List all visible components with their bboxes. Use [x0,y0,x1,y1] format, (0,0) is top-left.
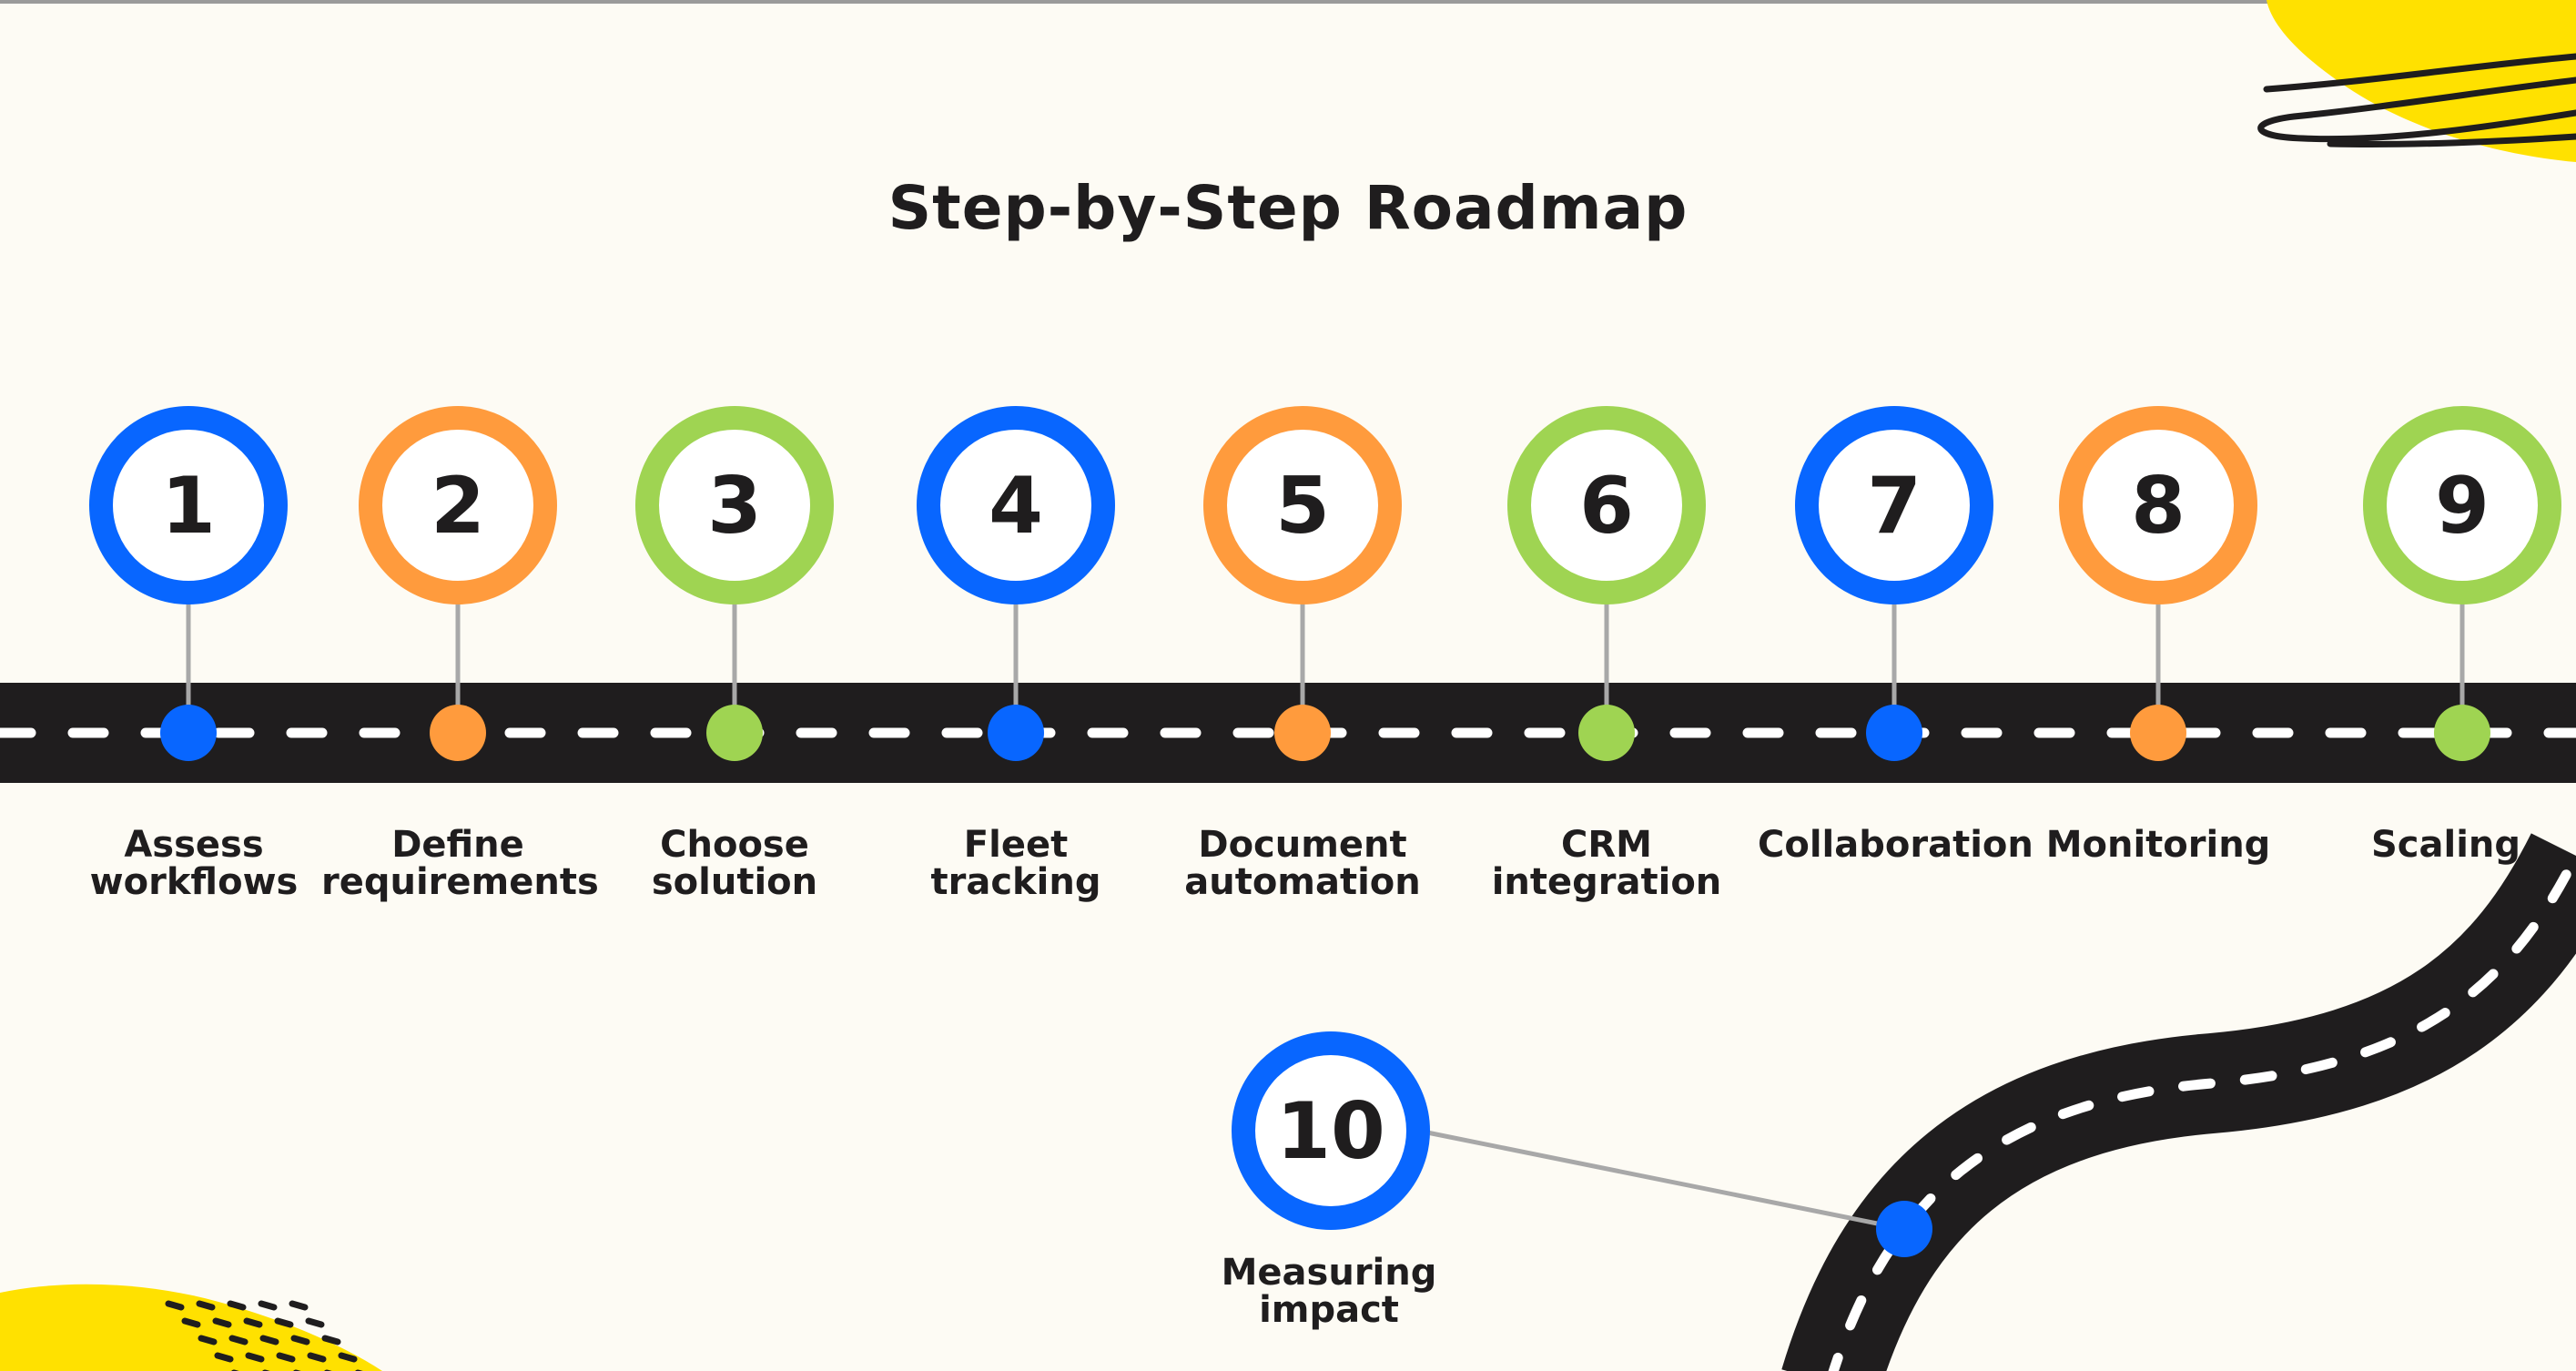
road-dot-3 [706,705,763,761]
dash-mark [181,1317,201,1328]
step-number-3: 3 [707,461,762,552]
step-number-1: 1 [161,461,216,552]
connector-line [1417,1128,1905,1232]
step-number-2: 2 [431,461,485,552]
yellow-blob-bottom-left [0,1284,382,1371]
road-dot-5 [1274,705,1331,761]
road-dot-6 [1578,705,1635,761]
road-dot-2 [430,705,486,761]
dash-mark [338,1352,358,1363]
page-title: Step-by-Step Roadmap [887,173,1689,243]
dash-mark [228,1335,248,1346]
step-label-7: Collaboration [1758,824,2033,866]
step-circle-9 [2363,406,2561,604]
step-number-7: 7 [1867,461,1922,552]
step-circle-2 [359,406,557,604]
step-number-4: 4 [989,461,1043,552]
step-number-8: 8 [2131,461,2186,552]
step-circle-4 [917,406,1115,604]
step-circle-10 [1232,1031,1430,1230]
step-label-8: Monitoring [2045,824,2271,866]
step-circle-7 [1795,406,1993,604]
dash-mark [321,1335,341,1346]
step-circle-8 [2059,406,2257,604]
dash-mark [212,1317,232,1328]
step-label-1: Assess workflows [89,824,299,903]
dash-mark [243,1317,263,1328]
step-number-9: 9 [2435,461,2490,552]
road-dot-8 [2130,705,2186,761]
step-number-10: 10 [1276,1086,1385,1177]
curved-road-dashes [1828,850,2576,1371]
dash-mark [258,1300,278,1311]
step-circle-1 [89,406,288,604]
road-dot-4 [988,705,1044,761]
dash-mark [276,1352,296,1363]
dash-mark [307,1352,327,1363]
dash-mark [214,1352,234,1363]
dash-mark [227,1300,247,1311]
step-circle-6 [1507,406,1706,604]
step-label-4: Fleet tracking [930,824,1101,903]
dash-mark [198,1335,218,1346]
top-border [0,0,2576,4]
road-dot-9 [2434,705,2490,761]
step-label-10: Measuring impact [1221,1252,1437,1331]
dash-mark [165,1300,185,1311]
dash-pattern-decoration [165,1300,363,1371]
dash-mark [196,1300,216,1311]
step-circle-5 [1203,406,1402,604]
step-label-9: Scaling [2370,824,2521,866]
steps-layer: 1 2 3 4 5 6 7 8 9 10 [89,406,2561,1257]
dash-mark [290,1335,310,1346]
road-dot-1 [160,705,217,761]
step-number-5: 5 [1275,461,1330,552]
step-label-3: Choose solution [651,824,818,903]
step-label-2: Define requirements [321,824,599,903]
road-dot-10 [1876,1201,1932,1257]
step-circle-3 [635,406,834,604]
dash-mark [274,1317,294,1328]
step-label-6: CRM integration [1491,824,1722,903]
dash-mark [305,1317,325,1328]
dash-mark [289,1300,309,1311]
dash-mark [245,1352,265,1363]
scribble-decoration [2257,53,2576,148]
step-label-5: Document automation [1184,824,1421,903]
dash-mark [259,1335,279,1346]
curved-road [1781,833,2576,1371]
step-number-6: 6 [1579,461,1634,552]
road-dot-7 [1866,705,1922,761]
